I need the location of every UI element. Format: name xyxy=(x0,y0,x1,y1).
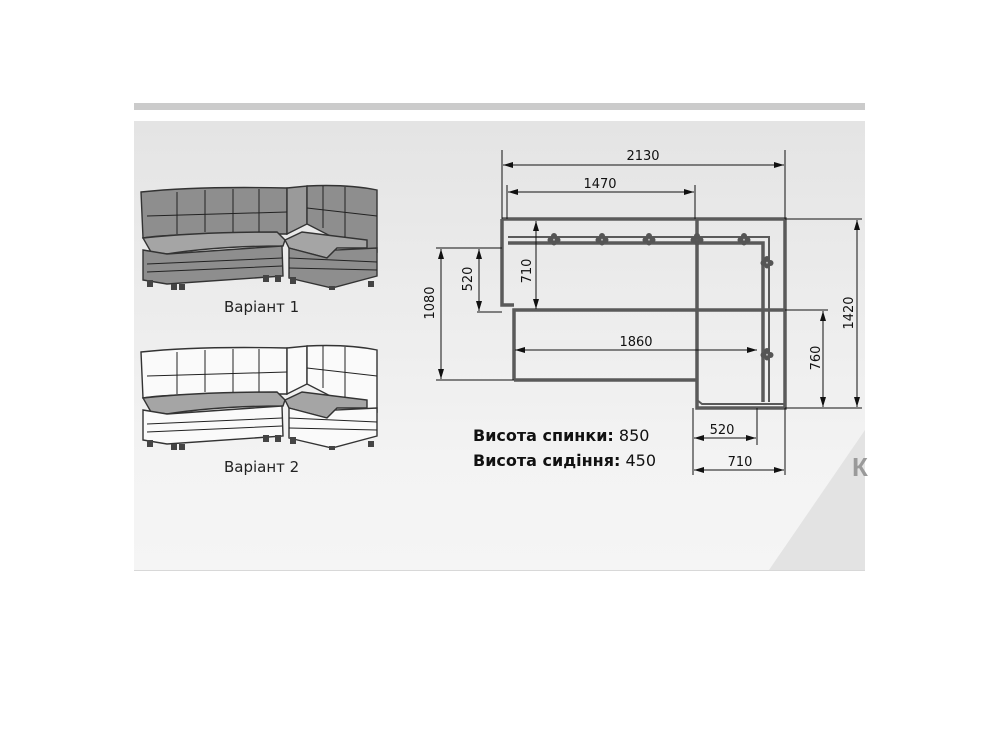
seat-height-label: Висота сидіння: xyxy=(473,451,621,470)
back-height-label: Висота спинки: xyxy=(473,426,614,445)
back-height-row: Висота спинки: 850 xyxy=(473,423,656,448)
sofa-variant-1-illustration xyxy=(140,184,378,290)
dim-long-seat: 1860 xyxy=(619,335,652,350)
seat-height-value: 450 xyxy=(625,451,657,470)
variant-1-label: Варіант 1 xyxy=(224,298,300,316)
height-specs: Висота спинки: 850 Висота сидіння: 450 xyxy=(473,423,656,473)
top-divider-bar xyxy=(134,103,865,110)
dim-right-module-depth: 710 xyxy=(728,455,753,470)
dim-total-width: 2130 xyxy=(626,149,659,164)
tuft-markers xyxy=(547,233,774,361)
dim-total-depth-right: 1420 xyxy=(842,296,857,329)
dim-right-seat-depth: 520 xyxy=(710,423,735,438)
dim-long-back: 1470 xyxy=(583,177,616,192)
dim-right-seat-length: 760 xyxy=(809,346,824,371)
dim-seat-depth-left: 520 xyxy=(461,267,476,292)
back-height-value: 850 xyxy=(618,426,650,445)
brand-partial-letter: К xyxy=(852,452,868,482)
dim-total-depth-left: 1080 xyxy=(423,286,438,319)
dim-module-depth-left: 710 xyxy=(520,259,535,284)
seat-height-row: Висота сидіння: 450 xyxy=(473,448,656,473)
sofa-variant-2-illustration xyxy=(140,344,378,450)
variant-2-label: Варіант 2 xyxy=(224,458,300,476)
